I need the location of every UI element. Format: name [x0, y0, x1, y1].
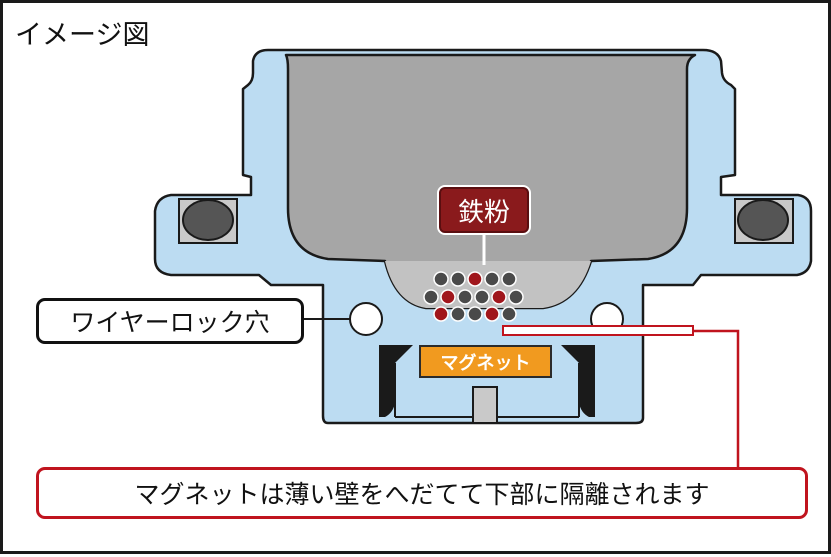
iron-particle [501, 271, 517, 287]
iron-powder-label: 鉄粉 [439, 187, 529, 233]
iron-particle [501, 306, 517, 322]
diagram-title: イメージ図 [15, 20, 150, 51]
iron-particle [433, 271, 449, 287]
iron-particle [508, 289, 524, 305]
wire-lock-hole-left [349, 302, 383, 336]
iron-particle [440, 289, 456, 305]
iron-particle [491, 289, 507, 305]
magnet-note-callout: マグネットは薄い壁をへだてて下部に隔離されます [36, 467, 808, 519]
magnet-note-text: マグネットは薄い壁をへだてて下部に隔離されます [134, 480, 710, 509]
iron-particle [467, 271, 483, 287]
left-seal-ring [182, 199, 234, 241]
iron-particle [484, 271, 500, 287]
center-post [472, 386, 498, 424]
note-leader [693, 329, 740, 467]
device-cross-section [153, 48, 813, 467]
iron-particles [423, 271, 524, 322]
iron-particle [450, 306, 466, 322]
iron-particle [474, 289, 490, 305]
iron-particle [450, 271, 466, 287]
right-seal-ring [737, 199, 789, 241]
wire-lock-hole-callout: ワイヤーロック穴 [36, 298, 304, 344]
iron-particle [457, 289, 473, 305]
magnet-holder-left [379, 345, 413, 417]
thin-wall-marker [502, 325, 694, 336]
wire-lock-hole-text: ワイヤーロック穴 [70, 308, 270, 337]
iron-particle [423, 289, 439, 305]
magnet-holder-right [561, 345, 595, 417]
iron-particle [484, 306, 500, 322]
iron-particle [433, 306, 449, 322]
iron-particle [467, 306, 483, 322]
magnet-label: マグネット [419, 345, 552, 378]
